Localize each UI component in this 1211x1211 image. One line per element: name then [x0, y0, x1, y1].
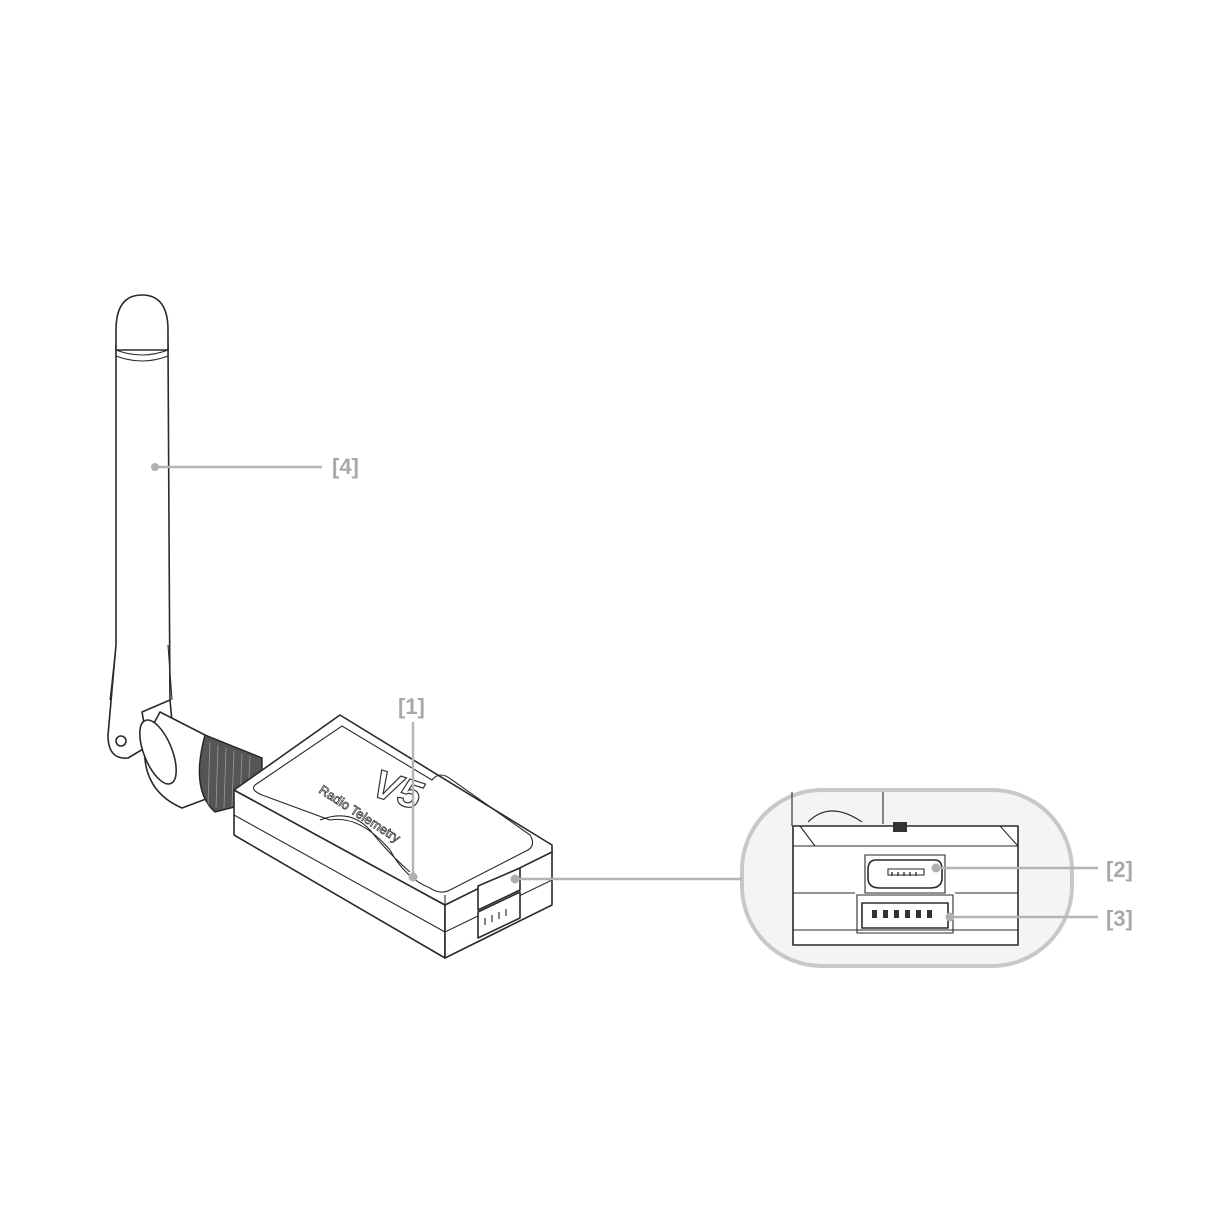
telemetry-module: V5 Radio Telemetry [233, 714, 553, 959]
callout-3: [3] [945, 906, 1133, 931]
micro-usb-port [864, 854, 946, 894]
callout-label-3: [3] [1106, 906, 1133, 931]
callout-label-1: [1] [398, 694, 425, 719]
callout-2: [2] [931, 857, 1133, 882]
callout-1: [1] [398, 694, 425, 882]
callout-label-2: [2] [1106, 857, 1133, 882]
six-pin-connector [856, 894, 954, 934]
port-detail-view [740, 788, 1074, 968]
hinge-hole-icon [115, 735, 127, 747]
callout-label-4: [4] [332, 454, 359, 479]
antenna [107, 294, 173, 759]
detail-view-connector [510, 874, 742, 884]
callout-4: [4] [151, 454, 359, 479]
